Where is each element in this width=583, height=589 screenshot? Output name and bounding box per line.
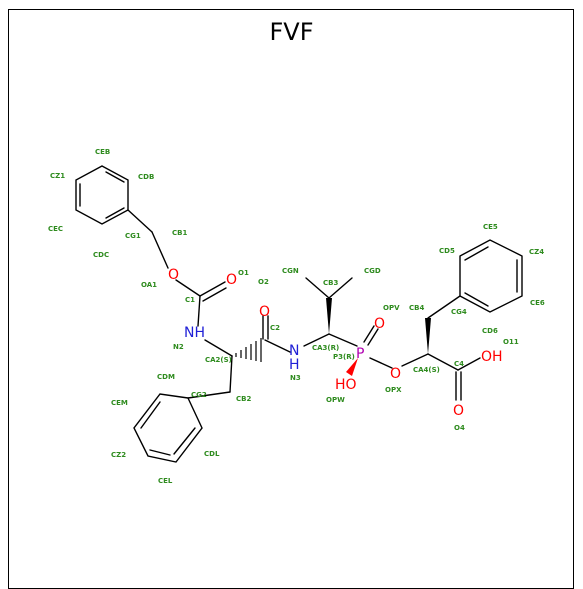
- atom-o1: O: [226, 272, 237, 288]
- label-opv: OPV: [383, 304, 400, 312]
- atom-o2: O: [259, 304, 270, 320]
- diagram-frame: [8, 9, 574, 589]
- molecule-title: FVF: [269, 18, 314, 46]
- label-cd5: CD5: [439, 247, 455, 255]
- label-cb1: CB1: [172, 229, 187, 237]
- label-cdl: CDL: [204, 450, 220, 458]
- atom-o-ester: O: [168, 267, 179, 283]
- label-cgn: CGN: [282, 267, 299, 275]
- label-c2: C2: [270, 324, 280, 332]
- label-ca4: CA4(S): [413, 366, 440, 374]
- label-cz1: CZ1: [50, 172, 65, 180]
- label-cz2: CZ2: [111, 451, 126, 459]
- label-ca3: CA3(R): [312, 344, 339, 352]
- label-oa1: OA1: [141, 281, 157, 289]
- label-cel: CEL: [158, 477, 173, 485]
- atom-o4: O: [453, 403, 464, 419]
- label-cdb: CDB: [138, 173, 154, 181]
- label-opw: OPW: [326, 396, 345, 404]
- label-cg2: CG2: [191, 391, 207, 399]
- label-c1: C1: [185, 296, 195, 304]
- label-cg1: CG1: [125, 232, 141, 240]
- label-p3: P3(R): [333, 353, 355, 361]
- atom-opv: O: [374, 316, 385, 332]
- label-ce6: CE6: [530, 299, 545, 307]
- label-n2: N2: [173, 343, 184, 351]
- label-ceb: CEB: [95, 148, 110, 156]
- atom-nh-top: NH: [184, 325, 205, 341]
- label-o4: O4: [454, 424, 465, 432]
- label-ce5: CE5: [483, 223, 498, 231]
- atom-opw-oh: HO: [335, 377, 357, 393]
- label-cg4: CG4: [451, 308, 467, 316]
- label-cem: CEM: [111, 399, 128, 407]
- atom-n3-h: H: [289, 357, 300, 373]
- label-ca2: CA2(S): [205, 356, 232, 364]
- label-o2: O2: [258, 278, 269, 286]
- label-cec: CEC: [48, 225, 63, 233]
- atom-p: P: [356, 346, 364, 362]
- label-o1: O1: [238, 269, 249, 277]
- label-cdc: CDC: [93, 251, 109, 259]
- label-o11: O11: [503, 338, 519, 346]
- label-opx: OPX: [385, 386, 402, 394]
- atom-symbols: O O NH O N H O P HO O OH O: [168, 267, 503, 419]
- label-n3: N3: [290, 374, 301, 382]
- atom-o11-oh: OH: [481, 349, 503, 365]
- label-cb3: CB3: [323, 279, 338, 287]
- label-c4: C4: [454, 360, 464, 368]
- label-cz4: CZ4: [529, 248, 544, 256]
- label-cb4: CB4: [409, 304, 424, 312]
- label-cd6: CD6: [482, 327, 498, 335]
- atom-opx: O: [390, 366, 401, 382]
- atom-labels: CEB CZ1 CDB CEC CG1 CDC CB1 O1 OA1 C1 O2…: [48, 148, 545, 485]
- bond-lines: [75, 165, 523, 463]
- atom-n3: N: [289, 343, 299, 359]
- label-cb2: CB2: [236, 395, 251, 403]
- label-cgd: CGD: [364, 267, 381, 275]
- label-cdm: CDM: [157, 373, 175, 381]
